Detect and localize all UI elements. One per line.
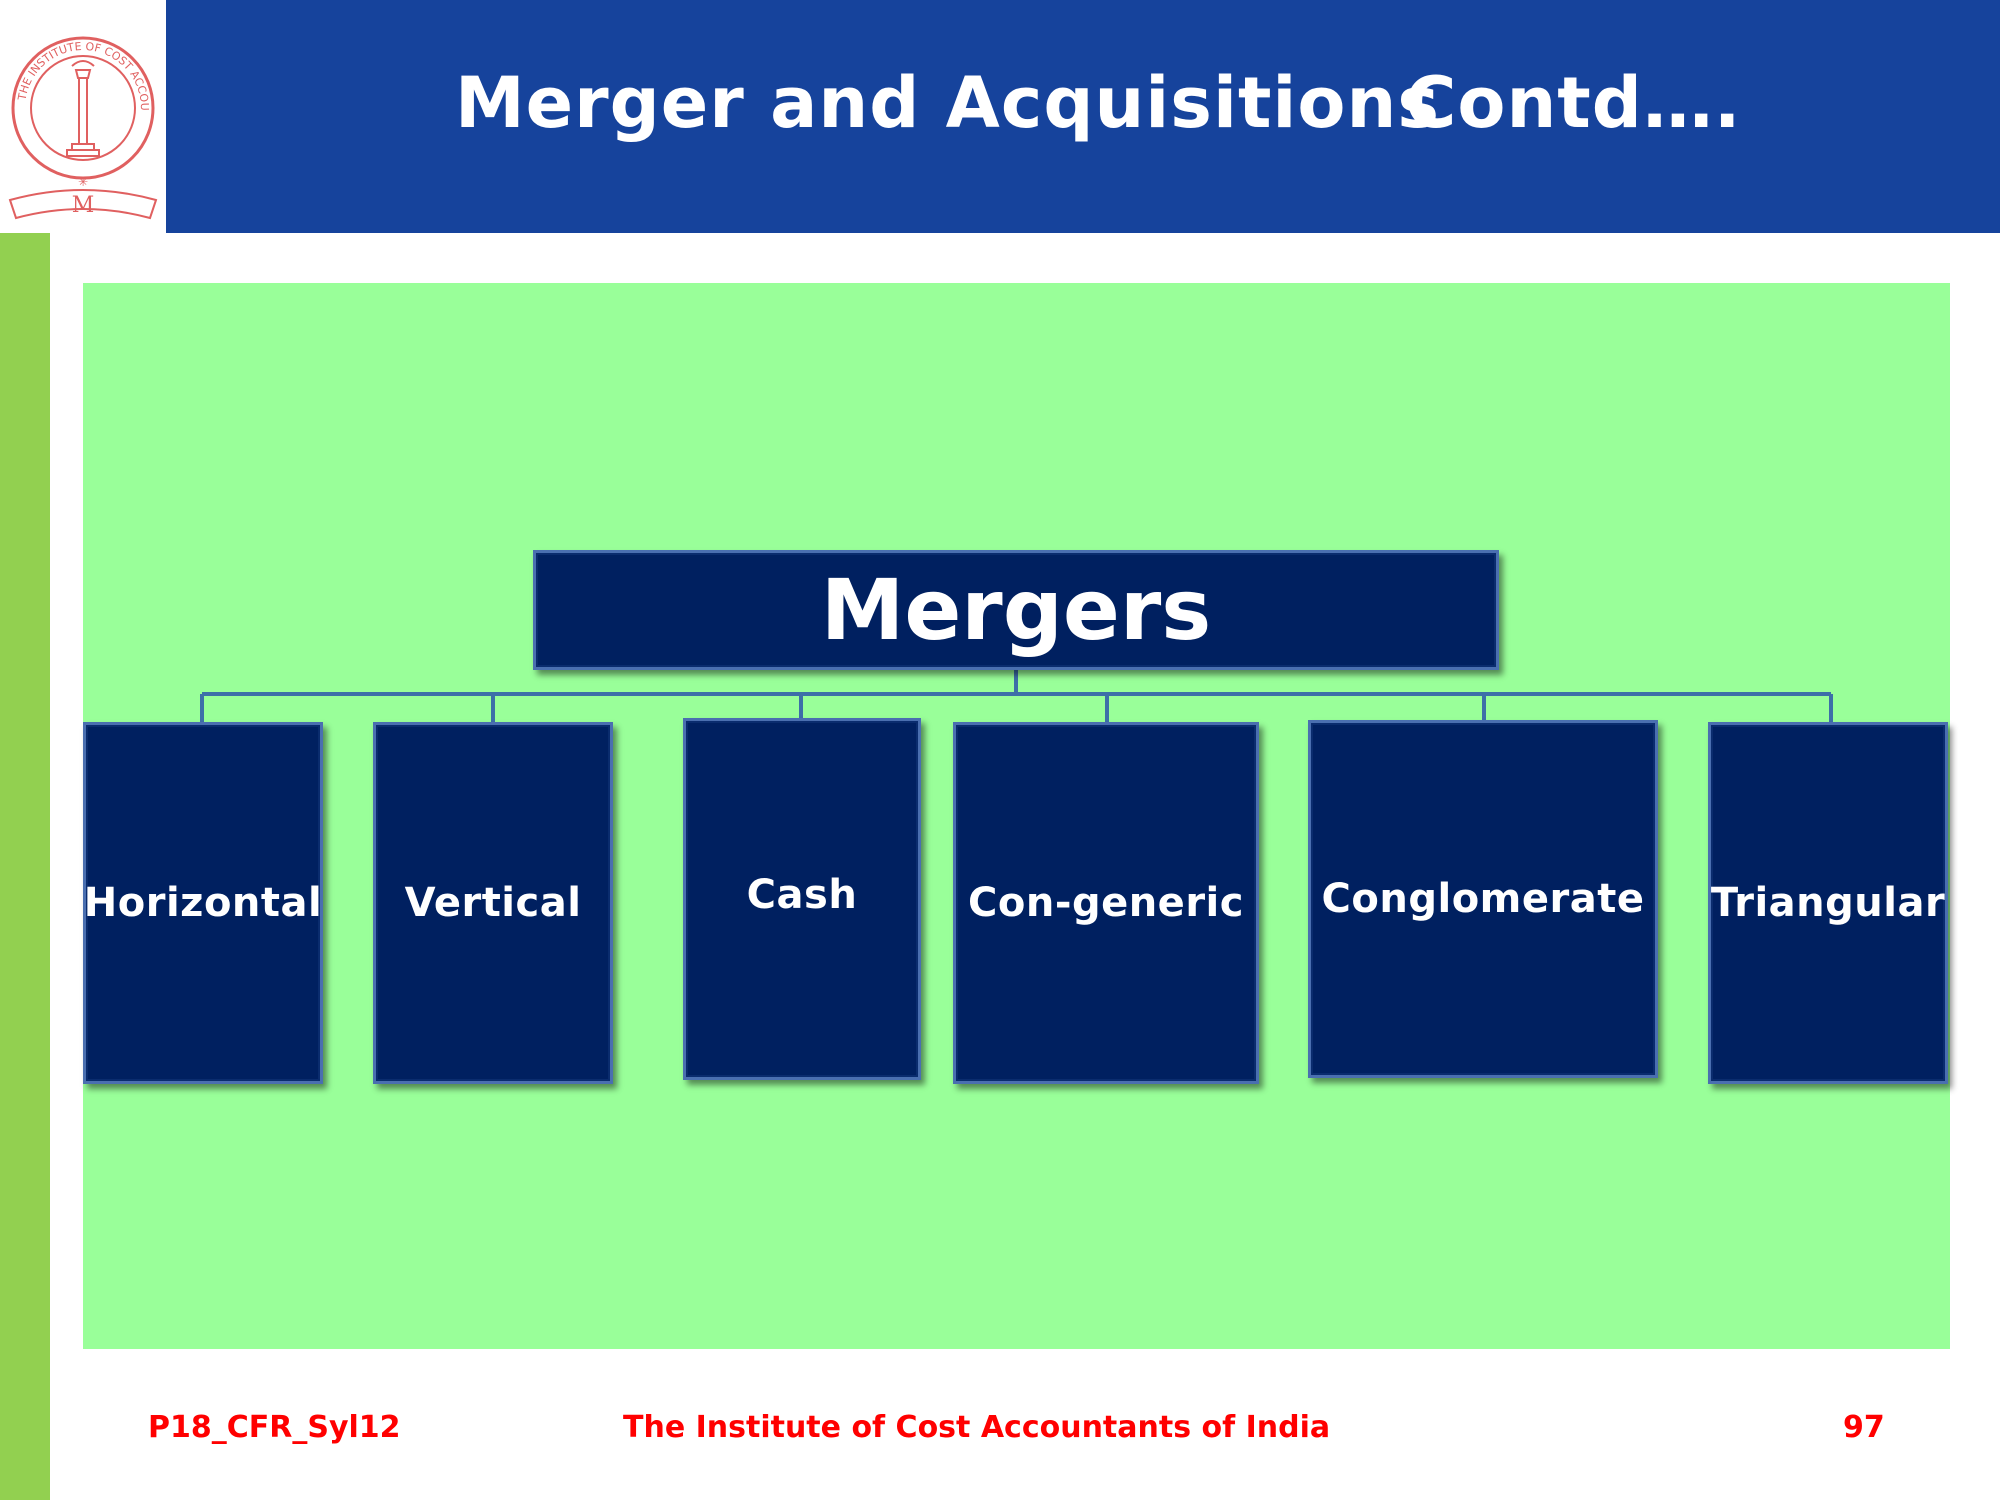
node-conglomerate: Conglomerate — [1308, 720, 1658, 1078]
node-cash: Cash — [683, 718, 921, 1080]
svg-text:M: M — [72, 193, 95, 218]
svg-text:✳: ✳ — [78, 175, 88, 189]
footer-page-number: 97 — [1843, 1410, 1885, 1445]
node-triangular: Triangular — [1708, 722, 1948, 1084]
institute-seal-icon: M ✳ THE INSTITUTE OF COST ACCOUNTANTS OF… — [0, 0, 158, 220]
left-accent-bar — [0, 233, 50, 1500]
node-mergers: Mergers — [533, 550, 1499, 670]
footer-code: P18_CFR_Syl12 — [148, 1410, 401, 1445]
header-bar — [166, 0, 2000, 233]
node-vertical: Vertical — [373, 722, 613, 1084]
node-con-generic: Con-generic — [953, 722, 1259, 1084]
footer-institute: The Institute of Cost Accountants of Ind… — [623, 1410, 1331, 1445]
page-title-suffix: Contd…. — [1405, 62, 1742, 144]
page-title: Merger and Acquisitions — [455, 62, 1440, 144]
node-horizontal: Horizontal — [83, 722, 323, 1084]
institute-logo: M ✳ THE INSTITUTE OF COST ACCOUNTANTS OF… — [0, 0, 166, 233]
